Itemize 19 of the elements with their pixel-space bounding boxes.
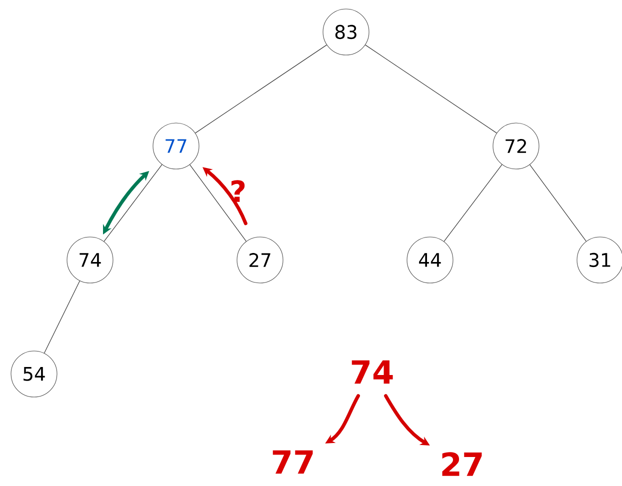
handwritten-number: 77 — [272, 450, 313, 474]
tree-edge — [529, 164, 587, 242]
tree-node: 27 — [236, 236, 284, 284]
tree-edge — [365, 44, 497, 134]
tree-node: 72 — [492, 122, 540, 170]
tree-node: 44 — [406, 236, 454, 284]
tree-edge — [444, 164, 502, 242]
handwritten-number: 74 — [352, 360, 393, 384]
edge-label: ? — [232, 180, 245, 202]
tree-edge — [44, 280, 80, 354]
tree-node: 31 — [576, 236, 622, 284]
tree-node: 83 — [322, 8, 370, 56]
handwritten-number: 27 — [442, 452, 482, 476]
tree-edge — [104, 164, 162, 242]
tree-edge — [195, 44, 327, 134]
tree-node: 54 — [10, 350, 58, 398]
tree-node: 77 — [152, 122, 200, 170]
tree-node: 74 — [66, 236, 114, 284]
tree-edge — [189, 164, 247, 242]
